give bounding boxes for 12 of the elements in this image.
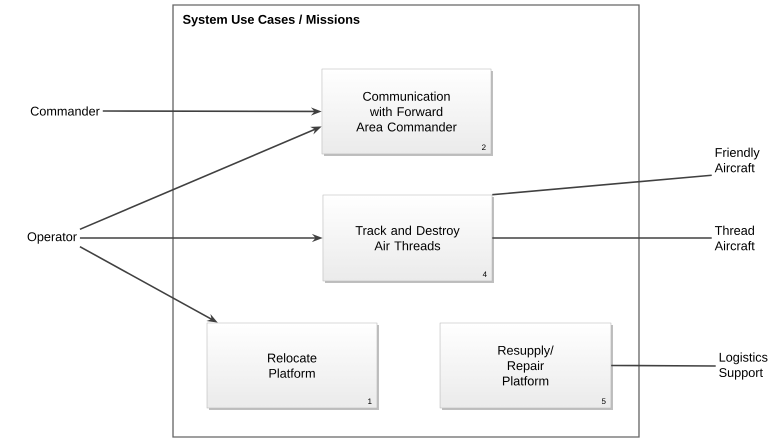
use-case-box: Communication with Forward Area Commander 2: [322, 68, 493, 156]
actor-label: Logistics Support: [719, 352, 768, 380]
use-case-box: Relocate Platform 1: [206, 322, 379, 410]
connector-line: [492, 237, 712, 239]
connector-line: [492, 174, 712, 196]
actor-label: Thread Aircraft: [714, 226, 755, 250]
actor-label: Friendly Aircraft: [714, 148, 760, 172]
connector-line: [611, 364, 716, 367]
use-case-box: Track and Destroy Air Threads 4: [322, 194, 494, 283]
use-case-box: Resupply/ Repair Platform 5: [440, 322, 613, 410]
actor-label: Operator: [28, 232, 77, 244]
actor-label: Commander: [30, 106, 100, 116]
